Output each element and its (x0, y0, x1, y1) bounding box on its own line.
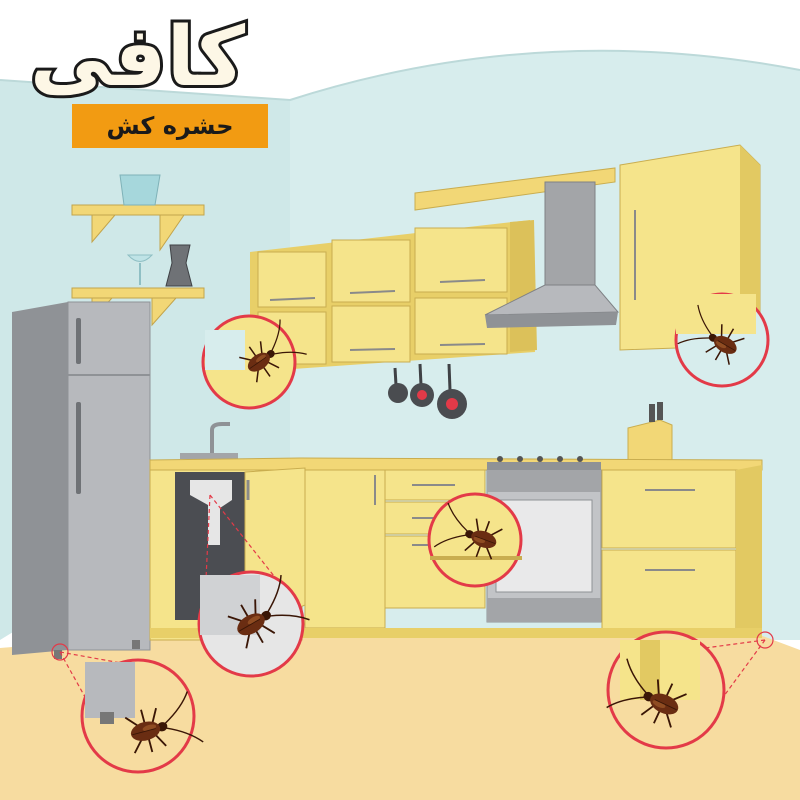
magnifier-upper-cabinet (201, 314, 308, 410)
hanging-pans (388, 363, 467, 419)
upper-cabinets (250, 144, 761, 372)
brand-name: کافی (27, 9, 246, 107)
pitcher (119, 174, 161, 206)
ceiling-edge (0, 49, 800, 102)
range-hood (484, 181, 620, 328)
knife-block (627, 402, 673, 463)
lower-cabinets (149, 465, 762, 641)
magnifier-fridge-foot (80, 658, 205, 774)
oven (486, 456, 602, 623)
refrigerator (12, 301, 151, 659)
brand-logo: کافی حشره کش (10, 9, 268, 148)
brand-tagline: حشره کش (72, 104, 268, 148)
magnifier-under-sink (197, 570, 311, 678)
floor (0, 635, 800, 800)
faucet (180, 422, 238, 459)
top-shelf-board (414, 167, 616, 211)
countertop (149, 457, 763, 471)
magnifier-tall-cabinet (674, 292, 770, 388)
moka-pot (165, 244, 193, 287)
magnifier-cabinet-corner (603, 630, 726, 750)
glass (126, 254, 154, 262)
magnifier-drawer (427, 492, 523, 588)
